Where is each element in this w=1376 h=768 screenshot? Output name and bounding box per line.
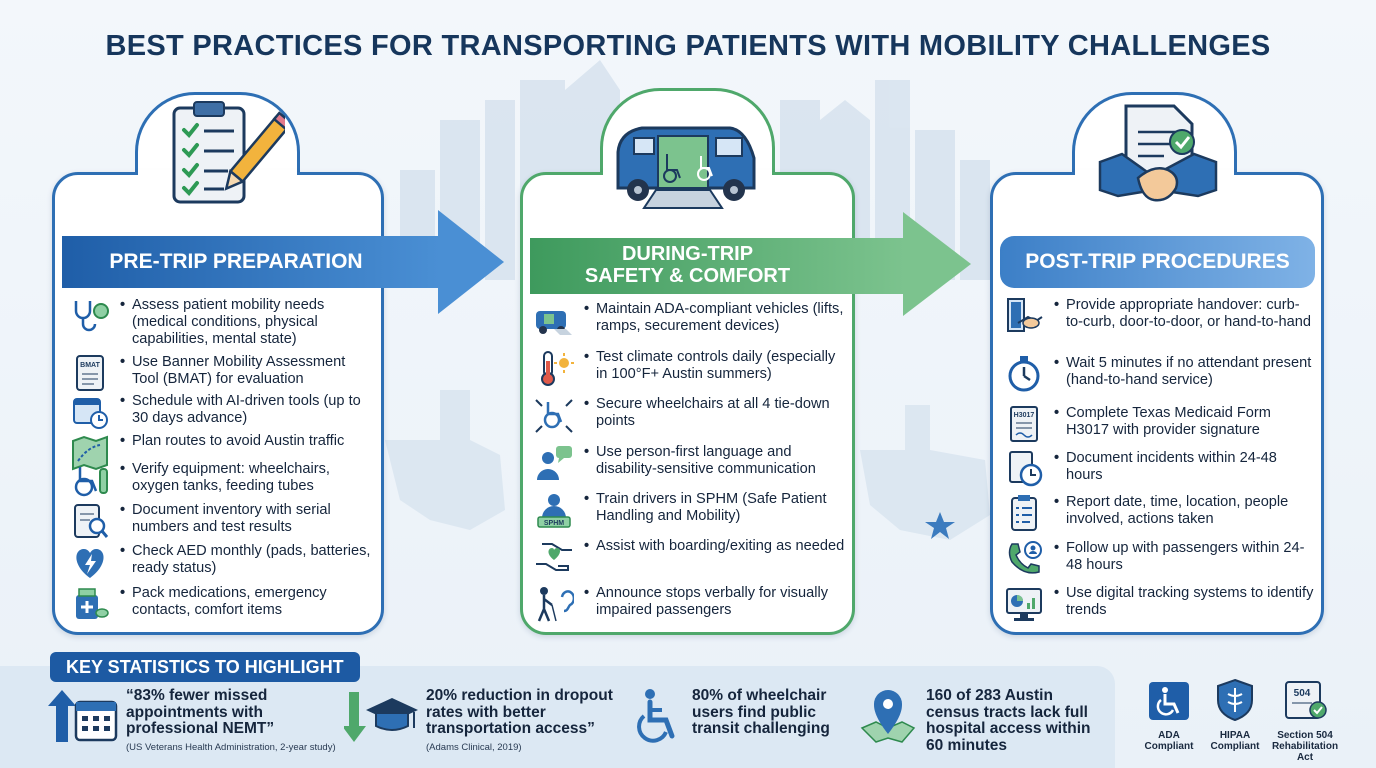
section-504-icon-label: 504 [1294,688,1311,699]
list-item: H3017 •Complete Texas Medicaid Form H301… [1004,405,1316,443]
van-ramp-icon [536,311,572,335]
list-item: •Report date, time, location, people inv… [1004,494,1316,532]
heart-bolt-icon [76,549,104,578]
thermometer-sun-icon [541,351,574,386]
list-item: •Verify equipment: wheelchairs, oxygen t… [70,461,375,499]
clipboard-magnifier-icon [74,504,109,538]
stat-item: “83% fewer missed appointments with prof… [48,687,348,756]
medication-kit-icon [76,588,109,619]
key-statistics-bar [0,666,1115,768]
stat-text: 160 of 283 Austin census tracts lack ful… [926,687,1091,754]
down-arrow-graduation-cap-icon [344,692,418,742]
list-item: •Maintain ADA-compliant vehicles (lifts,… [534,301,846,339]
list-item: •Pack medications, emergency contacts, c… [70,585,375,623]
post-trip-heading: POST-TRIP PROCEDURES [1000,236,1315,288]
stat-item: 80% of wheelchair users find public tran… [636,687,846,744]
list-item: •Use person-first language and disabilit… [534,444,846,482]
phone-person-icon [1008,541,1042,574]
driver-sphm-icon: SPHM [537,494,571,528]
calendar-clock-icon [73,398,108,429]
stethoscope-brain-icon [74,301,109,332]
stat-source: (US Veterans Health Administration, 2-ye… [126,741,336,753]
badge-label: ADA [1158,730,1180,741]
pre-trip-heading: PRE-TRIP PREPARATION [62,236,440,288]
document-clock-icon [1009,451,1043,487]
badge-label: Rehabilitation [1271,741,1339,752]
section-504-scroll-icon: 504 [1285,681,1327,719]
list-item: •Secure wheelchairs at all 4 tie-down po… [534,396,846,434]
document-handshake-icon [1098,104,1218,202]
bmat-document-icon: BMAT [76,355,104,391]
bmat-icon-label: BMAT [80,362,100,369]
page-title: BEST PRACTICES FOR TRANSPORTING PATIENTS… [105,30,1271,62]
pre-trip-arrow-icon [438,210,504,314]
badge-label: Section 504 [1277,730,1333,741]
list-item: •Document inventory with serial numbers … [70,502,375,540]
wheelchair-oxygen-icon [74,467,108,497]
hipaa-shield-icon [1217,678,1253,722]
badge-label: Compliant [1210,741,1260,752]
list-item: BMAT •Use Banner Mobility Assessment Too… [70,354,375,392]
ada-wheelchair-icon [1149,682,1189,720]
monitor-chart-icon [1006,588,1042,621]
form-h3017-icon: H3017 [1010,406,1038,442]
list-item: •Assess patient mobility needs (medical … [70,297,375,348]
wheelchair-icon [637,689,675,743]
list-item: •Announce stops verbally for visually im… [534,585,846,623]
list-item: •Assist with boarding/exiting as needed [534,538,846,576]
sphm-icon-label: SPHM [544,520,564,527]
list-item: •Document incidents within 24-48 hours [1004,450,1316,488]
map-route-icon [72,435,108,471]
helping-hands-icon [536,543,572,571]
during-trip-heading-line1: DURING-TRIP [621,243,754,266]
list-item: •Follow up with passengers within 24-48 … [1004,540,1316,578]
clipboard-pencil-icon [172,101,285,204]
during-trip-heading-line2: SAFETY & COMFORT [584,265,791,287]
list-item: •Wait 5 minutes if no attendant present … [1004,355,1316,393]
stat-source: (Adams Clinical, 2019) [426,741,522,753]
map-pin-icon [860,690,916,743]
stat-text: “83% fewer missed appointments with prof… [126,687,275,737]
list-item: •Use digital tracking systems to identif… [1004,585,1316,623]
wheelchair-van-icon [616,126,756,209]
stat-text: 80% of wheelchair users find public tran… [692,687,830,737]
h3017-icon-label: H3017 [1014,412,1035,419]
list-item: •Check AED monthly (pads, batteries, rea… [70,543,375,581]
key-statistics-heading: KEY STATISTICS TO HIGHLIGHT [50,652,360,682]
door-handshake-icon [1007,298,1043,332]
list-item: •Schedule with AI-driven tools (up to 30… [70,393,375,431]
during-trip-arrow-icon [903,212,971,316]
badge-label: Act [1296,752,1314,763]
during-trip-heading: DURING-TRIP SAFETY & COMFORT [530,238,905,294]
badge-label: Compliant [1144,741,1194,752]
stat-item: 160 of 283 Austin census tracts lack ful… [858,687,1108,754]
stopwatch-icon [1008,356,1040,392]
up-arrow-calendar-icon [48,690,118,742]
list-item: •Test climate controls daily (especially… [534,349,846,387]
stat-item: 20% reduction in dropout rates with bett… [344,687,626,756]
list-item: SPHM •Train drivers in SPHM (Safe Patien… [534,491,846,529]
clipboard-checklist-icon [1011,495,1037,531]
stat-text: 20% reduction in dropout rates with bett… [426,687,613,737]
person-speech-icon [537,446,572,480]
badge-label: HIPAA [1219,730,1251,741]
cane-ear-icon [537,587,574,622]
wheelchair-tiedown-icon [535,399,573,433]
list-item: •Provide appropriate handover: curb-to-c… [1004,297,1316,335]
list-item: •Plan routes to avoid Austin traffic [70,433,375,471]
